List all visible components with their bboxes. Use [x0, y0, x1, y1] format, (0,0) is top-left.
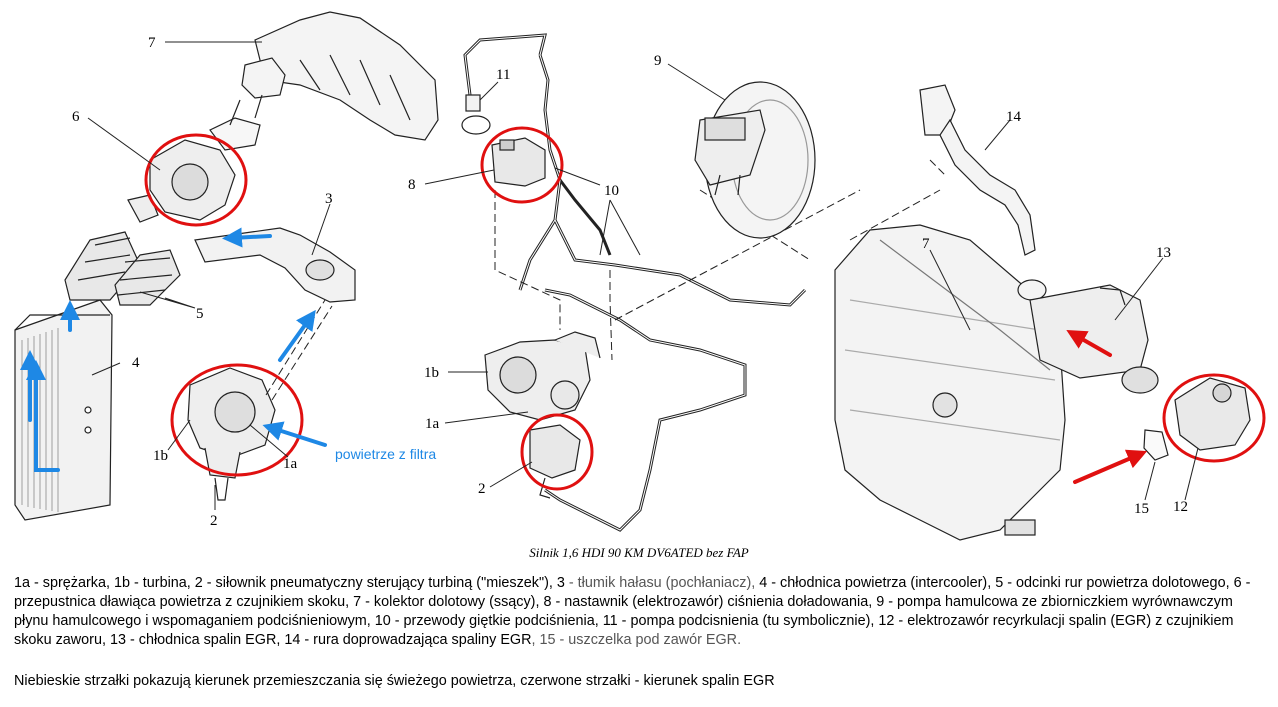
intake-manifold-drawing [241, 11, 439, 141]
leader-lines [87, 41, 1199, 510]
callout-7-left: 7 [148, 35, 156, 51]
vacuum-pump-drawing [461, 94, 491, 135]
brake-booster-drawing [694, 81, 816, 239]
callout-2-mid: 2 [478, 481, 486, 497]
legend-part-4: , 15 - uszczelka pod zawór EGR. [531, 632, 742, 648]
callout-9: 9 [654, 53, 662, 69]
callout-2-left: 2 [210, 513, 218, 529]
callout-1b-left: 1b [153, 448, 168, 464]
callout-1a-left: 1a [283, 456, 298, 472]
legend-part-1: 1a - sprężarka, 1b - turbina, 2 - siłown… [14, 575, 569, 591]
egr-pipe-drawing [919, 84, 1047, 301]
egr-cooler-drawing [1029, 284, 1159, 394]
turbo-mid-drawing [484, 331, 601, 421]
engine-diagram: powietrze z filtra [14, 11, 1266, 541]
callout-1b-mid: 1b [424, 365, 439, 381]
dashed-links-right [849, 159, 946, 241]
actuator-mid-drawing [529, 424, 581, 499]
legend-part-2: - tłumik hałasu (pochłaniacz), [568, 575, 756, 591]
callout-1a-mid: 1a [425, 416, 440, 432]
callout-12: 12 [1173, 499, 1188, 515]
highlight-circles-left [144, 133, 304, 477]
figure-caption: Silnik 1,6 HDI 90 KM DV6ATED bez FAP [529, 545, 749, 560]
legend-text: 1a - sprężarka, 1b - turbina, 2 - siłown… [14, 574, 1269, 650]
arrow-note: Niebieskie strzałki pokazują kierunek pr… [14, 673, 775, 689]
callout-13: 13 [1156, 245, 1171, 261]
callout-4: 4 [132, 355, 140, 371]
callout-14: 14 [1006, 109, 1022, 125]
callout-8: 8 [408, 177, 416, 193]
exhaust-flow-arrows [1066, 330, 1148, 484]
highlight-circle-egr [1162, 373, 1266, 463]
intake-pipe-drawing [209, 94, 263, 151]
boost-solenoid-drawing [491, 137, 546, 187]
callout-3: 3 [325, 191, 333, 207]
callout-11: 11 [496, 67, 510, 83]
legend-part-3: 4 - chłodnica powietrza (intercooler), 5… [14, 575, 1251, 648]
callout-5: 5 [196, 306, 204, 322]
vacuum-hoses-inner [464, 34, 806, 531]
fresh-air-label: powietrze z filtra [335, 446, 436, 462]
engine-block-drawing [834, 224, 1066, 541]
hoses-drawing [64, 231, 181, 306]
turbo-left-drawing [187, 367, 276, 501]
callout-15: 15 [1134, 501, 1149, 517]
egr-gasket-drawing [1143, 429, 1169, 461]
throttle-body-drawing [127, 139, 236, 223]
callout-labels: 7 6 3 5 4 1b 1a 2 11 8 10 9 1b 1a 2 14 7… [72, 35, 1188, 529]
callout-7-right: 7 [922, 236, 930, 252]
air-flow-arrows [20, 227, 327, 472]
callout-6: 6 [72, 109, 80, 125]
egr-valve-drawing [1174, 377, 1251, 451]
callout-10: 10 [604, 183, 619, 199]
highlight-circles-mid [480, 126, 594, 491]
silencer-pipe-drawing [194, 227, 356, 303]
